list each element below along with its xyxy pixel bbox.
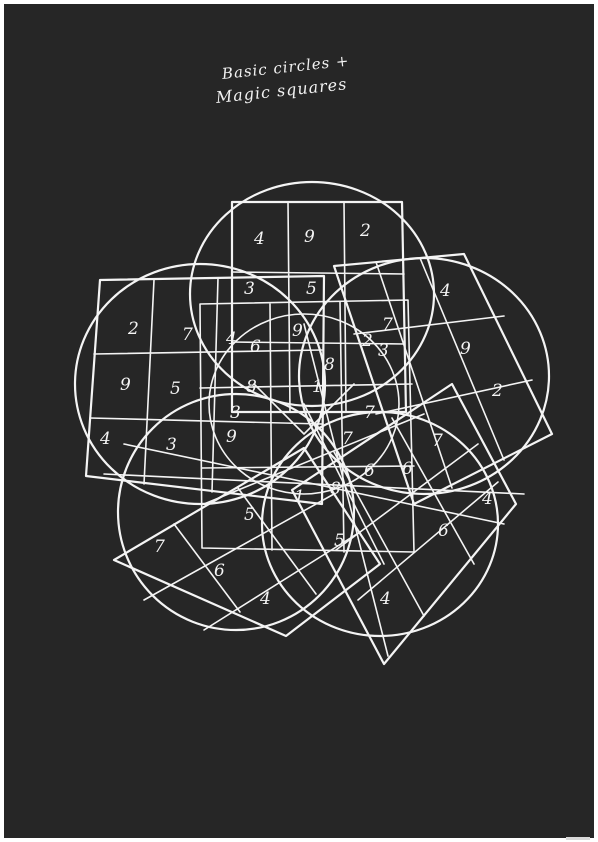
digit: 3 [166, 435, 177, 455]
digit: 9 [226, 427, 237, 447]
circles [75, 182, 549, 636]
digit: 6 [250, 337, 261, 357]
digit: 1 [312, 377, 323, 397]
digit: 7 [382, 315, 393, 335]
digit: 9 [292, 321, 303, 341]
digit: 9 [460, 339, 471, 359]
digit: 8 [330, 479, 341, 499]
digit: 7 [154, 537, 165, 557]
digit: 8 [324, 355, 335, 375]
digit: 4 [481, 489, 493, 509]
digit: 4 [225, 329, 237, 349]
page-corner-mark [566, 837, 590, 840]
digit: 3 [230, 403, 241, 423]
digit: 4 [439, 281, 451, 301]
circle-right [299, 258, 549, 494]
digits-left: 2 7 9 5 4 3 [99, 319, 241, 449]
digit: 7 [342, 429, 353, 449]
digit: 6 [402, 459, 413, 479]
digit: 7 [432, 431, 443, 451]
square-bottom-right [292, 384, 516, 664]
digit: 5 [306, 279, 317, 299]
digit: 4 [99, 429, 111, 449]
digit: 2 [127, 319, 139, 339]
digit: 5 [334, 531, 345, 551]
digit: 4 [253, 229, 265, 249]
digit: 9 [120, 375, 131, 395]
digit: 9 [304, 227, 315, 247]
digit: 3 [244, 279, 255, 299]
digit: 2 [491, 381, 503, 401]
digit: 4 [379, 589, 391, 609]
digit: 2 [361, 331, 373, 351]
digit: 4 [259, 589, 271, 609]
digit: 1 [294, 487, 305, 507]
digit: 5 [244, 505, 255, 525]
digit: 7 [182, 325, 193, 345]
digit: 5 [170, 379, 181, 399]
circles-and-squares-sketch: 4 9 2 3 5 7 4 6 9 2 3 8 1 7 8 2 7 9 5 4 … [4, 4, 594, 838]
digit: 2 [359, 221, 371, 241]
digit: 6 [364, 461, 375, 481]
chalkboard: Basic circles + Magic squares [4, 4, 594, 838]
digit: 6 [438, 521, 449, 541]
digit: 6 [214, 561, 225, 581]
digit: 3 [378, 341, 389, 361]
digit: 7 [364, 403, 375, 423]
digit: 8 [246, 377, 257, 397]
